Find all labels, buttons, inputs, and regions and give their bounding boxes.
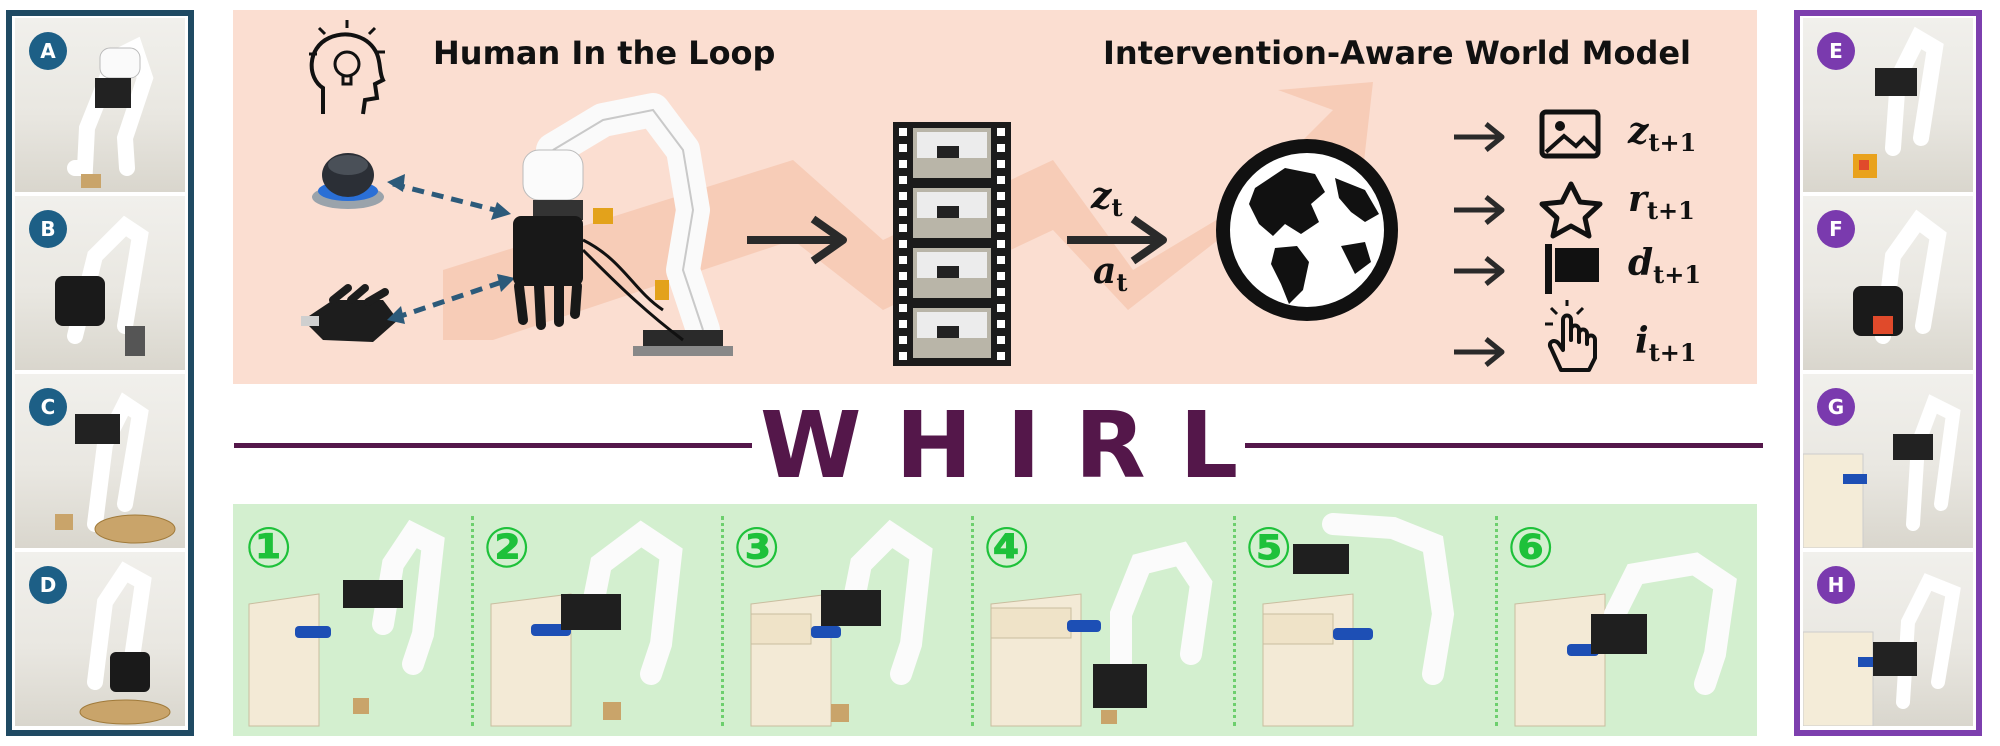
scenario-photo-a: A — [15, 18, 185, 192]
output-z-label: zt+1 — [1628, 110, 1697, 158]
scenario-photo-f: F — [1803, 196, 1973, 370]
data-glove-icon — [301, 284, 398, 342]
whirl-title: WHIRL — [760, 392, 1273, 499]
scenario-photo-h: H — [1803, 552, 1973, 726]
robot-drawer-scene-image — [248, 519, 445, 727]
robot-arm-image — [1803, 573, 1961, 726]
robot-drawer-scene-image — [1262, 513, 1455, 727]
output-d-label: dt+1 — [1628, 242, 1702, 290]
right-scenario-panel: E F G H — [1794, 10, 1982, 736]
step-separator — [1495, 516, 1498, 726]
robot-drawer-scene-image — [490, 520, 683, 727]
teleop-dashed-arrows — [387, 174, 515, 324]
tap-hand-icon — [1545, 300, 1597, 372]
step-number: ③ — [733, 516, 781, 581]
step-separator — [471, 516, 474, 726]
scenario-badge-c: C — [29, 388, 67, 426]
robot-drawer-scene-image — [1514, 552, 1737, 727]
scenario-badge-f: F — [1817, 210, 1855, 248]
step-6: ⑥ — [1495, 504, 1757, 736]
robot-arm-image — [55, 392, 176, 544]
spacemouse-device-icon — [312, 153, 384, 209]
human-in-loop-heading: Human In the Loop — [433, 34, 776, 72]
arrow-to-filmstrip-icon — [747, 215, 847, 265]
scenario-badge-d: D — [29, 566, 67, 604]
title-rule-right — [1245, 443, 1763, 448]
scenario-photo-b: B — [15, 196, 185, 370]
robot-arm-image — [67, 36, 154, 188]
scenario-badge-h: H — [1817, 566, 1855, 604]
step-separator — [721, 516, 724, 726]
robot-drawer-scene-image — [750, 519, 933, 727]
step-number: ② — [483, 516, 531, 581]
world-model-heading: Intervention-Aware World Model — [1103, 34, 1692, 72]
robot-arm-image — [1853, 209, 1947, 344]
output-arrows — [1454, 122, 1505, 367]
flag-icon — [1545, 244, 1599, 294]
step-number: ① — [245, 516, 293, 581]
robot-arm-image — [55, 215, 149, 356]
input-z-label: zt — [1091, 175, 1123, 223]
step-4: ④ — [971, 504, 1233, 736]
robot-drawer-scene-image — [990, 541, 1213, 727]
step-3: ③ — [721, 504, 971, 736]
output-r-label: rt+1 — [1628, 178, 1695, 226]
world-globe-icon — [1216, 139, 1398, 321]
output-i-label: it+1 — [1635, 320, 1697, 368]
scenario-photo-e: E — [1803, 18, 1973, 192]
left-scenario-panel: A B C D — [6, 10, 194, 736]
scenario-photo-g: G — [1803, 374, 1973, 548]
scenario-photo-c: C — [15, 374, 185, 548]
input-arrow-icon — [1067, 215, 1167, 265]
scenario-badge-a: A — [29, 32, 67, 70]
step-number: ⑤ — [1245, 516, 1293, 581]
step-number: ④ — [983, 516, 1031, 581]
robot-arm-image — [1803, 394, 1961, 548]
robot-arm-image — [79, 561, 171, 725]
task-steps-panel: ① ② ③ ④ — [233, 504, 1757, 736]
title-rule-left — [234, 443, 752, 448]
scenario-badge-b: B — [29, 210, 67, 248]
robot-arm-image — [1853, 26, 1944, 178]
scenario-badge-e: E — [1817, 32, 1855, 70]
robot-arm-with-hand-image — [513, 93, 733, 356]
step-separator — [1233, 516, 1236, 726]
step-1: ① — [233, 504, 471, 736]
human-in-loop-panel: Human In the Loop Intervention-Aware Wor… — [233, 10, 1757, 384]
image-icon — [1539, 109, 1601, 159]
step-2: ② — [471, 504, 721, 736]
step-5: ⑤ — [1233, 504, 1495, 736]
scenario-badge-g: G — [1817, 388, 1855, 426]
scenario-photo-d: D — [15, 552, 185, 726]
video-filmstrip-icon — [893, 122, 1011, 366]
star-icon — [1539, 181, 1603, 239]
human-head-lightbulb-icon — [309, 20, 386, 115]
step-number: ⑥ — [1507, 516, 1555, 581]
step-separator — [971, 516, 974, 726]
input-a-label: at — [1093, 250, 1128, 298]
